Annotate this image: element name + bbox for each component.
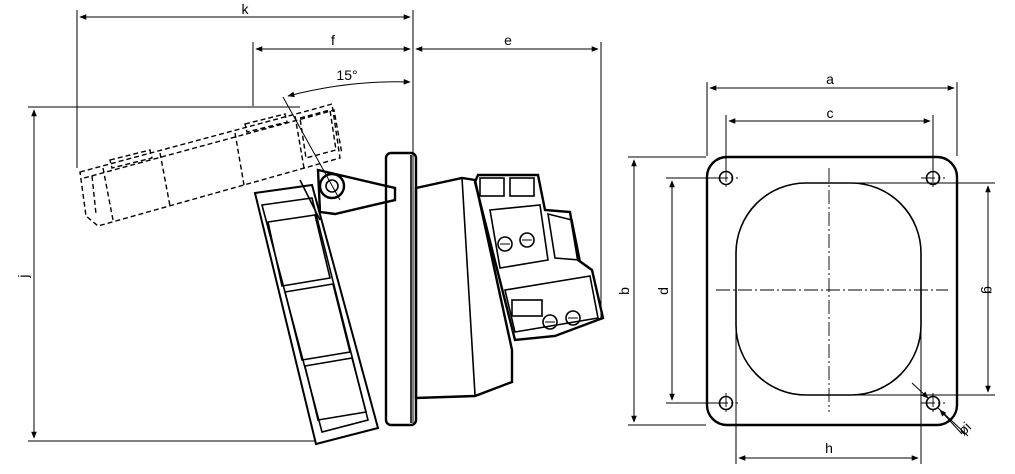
label-i: øi [955, 419, 975, 439]
hinge [316, 168, 397, 216]
front-opening [735, 182, 922, 396]
dimension-b: b [616, 156, 706, 426]
mounting-holes [714, 168, 945, 413]
label-g: g [981, 286, 997, 294]
label-k: k [242, 1, 250, 17]
dimension-d: d [655, 177, 720, 404]
label-f: f [331, 32, 335, 48]
dimension-k: k [76, 1, 414, 168]
terminal-block [473, 173, 605, 342]
flange-plate [384, 151, 418, 427]
front-plate [705, 155, 959, 427]
side-view: k f e 15° j [15, 1, 605, 446]
front-view: a c b d g [616, 71, 997, 464]
dimension-j: j [15, 106, 330, 442]
dimension-a: a [706, 71, 958, 156]
label-c: c [827, 105, 834, 121]
lid-closed [253, 179, 380, 446]
label-j: j [15, 274, 31, 278]
dimension-g: g [830, 182, 997, 396]
label-e: e [504, 32, 512, 48]
label-a: a [826, 71, 834, 87]
dimension-h: h [735, 292, 922, 464]
label-h: h [825, 440, 833, 456]
lid-open-position [79, 103, 343, 227]
dimension-angle: 15° [282, 67, 414, 201]
label-b: b [616, 287, 632, 295]
label-angle: 15° [336, 67, 357, 83]
dimension-c: c [725, 105, 934, 170]
housing-body [414, 176, 514, 400]
dimension-f: f [252, 32, 411, 106]
label-d: d [655, 287, 671, 295]
